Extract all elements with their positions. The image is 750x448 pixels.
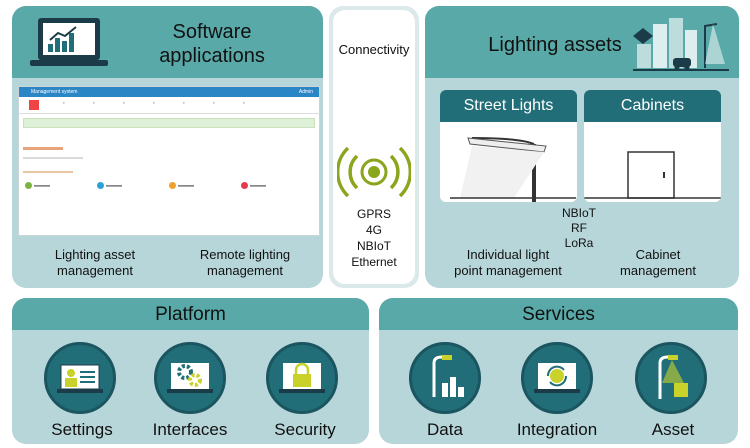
integration-sync-icon: [534, 363, 580, 393]
cabinet-icon: [584, 151, 721, 199]
security-lock-icon: [279, 362, 325, 393]
screenshot-tab-6: ▪: [183, 100, 185, 105]
remote-lighting-management-label: Remote lighting management: [199, 247, 291, 278]
integration-circle: [521, 342, 593, 414]
platform-panel: Platform Settings Interfaces Security: [12, 298, 369, 444]
protocol-nbiot: NBIoT: [356, 239, 391, 253]
platform-header: [12, 298, 369, 330]
lighting-assets-title: Lighting assets: [488, 34, 622, 56]
screenshot-tab-8: ▪: [243, 100, 245, 105]
screenshot-tab-1: [19, 97, 49, 113]
screenshot-tabs: ▪ ▪ ▪ ▪ ▪ ▪ ▪: [19, 97, 319, 114]
lighting-asset-management-label: Lighting asset management: [54, 247, 136, 278]
asset-protocols: NBIoT RF LoRa: [556, 206, 602, 251]
services-title: Services: [522, 304, 595, 325]
screenshot-tab-5: ▪: [153, 100, 155, 105]
connectivity-panel: Connectivity GPRS 4G NBIoT Ethernet: [329, 6, 419, 288]
screenshot-app-bar: Management system Admin: [19, 87, 319, 97]
screenshot-tab-2: ▪: [63, 100, 65, 105]
connectivity-protocols: GPRS 4G NBIoT Ethernet: [329, 206, 419, 270]
cabinet-management-label: Cabinet management: [620, 247, 696, 278]
connectivity-title: Connectivity: [338, 42, 410, 57]
settings-circle: [44, 342, 116, 414]
interfaces-label: Interfaces: [152, 420, 228, 439]
individual-light-point-management-label: Individual light point management: [454, 247, 562, 278]
services-header: [379, 298, 738, 330]
settings-label: Settings: [51, 420, 113, 439]
cabinets-title: Cabinets: [584, 90, 721, 122]
screenshot-tab-7: ▪: [213, 100, 215, 105]
screenshot-stat-3: ▬▬▬▬: [169, 182, 231, 189]
laptop-chart-icon: [30, 18, 108, 66]
settings-icon: [57, 364, 103, 393]
street-lights-card: Street Lights: [440, 90, 577, 202]
street-lights-title: Street Lights: [440, 90, 577, 122]
protocol-gprs: GPRS: [356, 207, 391, 221]
street-light-icon: [450, 137, 576, 202]
protocol-nbiot-asset: NBIoT: [561, 206, 596, 220]
asset-streetlight-cabinet-icon: [658, 355, 688, 399]
software-title: Software applications: [159, 21, 265, 67]
services-panel: Services Data Integration Asset: [379, 298, 738, 444]
interfaces-circle: [154, 342, 226, 414]
protocol-rf: RF: [571, 221, 587, 235]
integration-label: Integration: [516, 420, 598, 439]
asset-circle: [635, 342, 707, 414]
screenshot-tab-4: ▪: [123, 100, 125, 105]
screenshot-stat-2: ▬▬▬▬: [97, 182, 159, 189]
data-circle: [409, 342, 481, 414]
screenshot-section-line-2: [23, 157, 83, 159]
asset-label: Asset: [651, 420, 695, 439]
platform-title: Platform: [155, 304, 226, 325]
interfaces-gears-icon: [167, 363, 213, 393]
screenshot-tab-3: ▪: [93, 100, 95, 105]
screenshot-stat-4: ▬▬▬▬: [241, 182, 303, 189]
security-label: Security: [274, 420, 336, 439]
city-street-icon: [633, 18, 729, 71]
cabinets-card: Cabinets: [584, 90, 721, 202]
screenshot-section-line-3: [23, 171, 73, 173]
software-screenshot: Management system Admin ▪ ▪ ▪ ▪ ▪ ▪ ▪ ▬▬▬…: [18, 86, 320, 236]
screenshot-notice: [23, 118, 315, 128]
data-streetlight-chart-icon: [432, 355, 464, 397]
protocol-ethernet: Ethernet: [351, 255, 397, 269]
screenshot-app-title: Management system: [31, 89, 78, 95]
screenshot-user: Admin: [298, 89, 313, 95]
security-circle: [266, 342, 338, 414]
screenshot-stat-1: ▬▬▬▬: [25, 182, 87, 189]
protocol-4g: 4G: [365, 223, 382, 237]
screenshot-section-line-1: [23, 147, 63, 150]
data-label: Data: [427, 420, 463, 439]
protocol-lora: LoRa: [564, 236, 594, 250]
wireless-signal-icon: [337, 146, 411, 198]
